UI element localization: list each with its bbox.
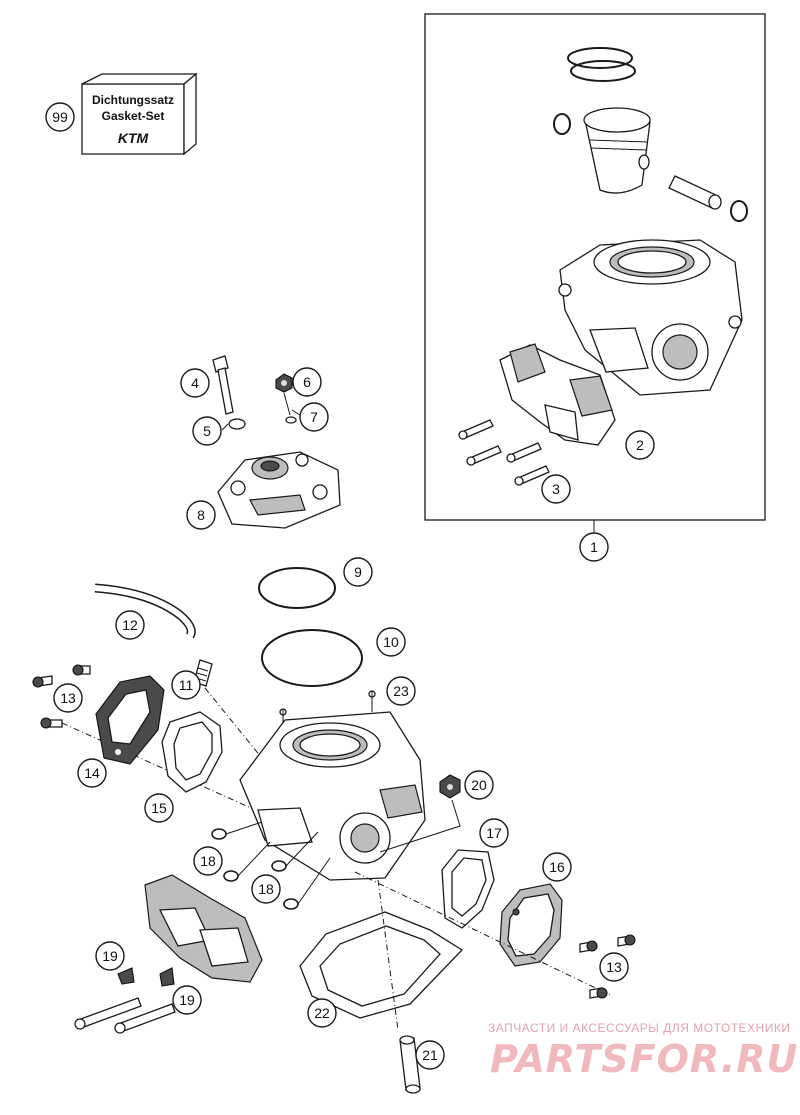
axis-21 [377, 879, 399, 1031]
screws-13-left [32, 664, 91, 729]
nut-6 [275, 373, 293, 393]
circlip-left [553, 113, 571, 135]
cylinder-kit-intake [499, 343, 616, 446]
cover-16 [499, 883, 563, 967]
callout-22[interactable]: 22 [307, 998, 337, 1028]
axis-13-right [354, 871, 613, 997]
axis-13-left [61, 722, 261, 813]
callout-20[interactable]: 20 [464, 770, 494, 800]
bolts-19 [74, 967, 176, 1034]
leader-20 [379, 799, 461, 853]
callout-2[interactable]: 2 [625, 430, 655, 460]
callout-5-label: 5 [203, 423, 211, 439]
watermark-subtitle: ЗАПЧАСТИ И АКСЕССУАРЫ ДЛЯ МОТОТЕХНИКИ [488, 1021, 790, 1035]
callout-22-label: 22 [314, 1005, 330, 1021]
exhaust-cover-14 [95, 675, 165, 765]
watermark-logo: PARTSFOR.RU [490, 1037, 798, 1081]
callout-11-label: 11 [179, 677, 194, 693]
callout-6[interactable]: 6 [292, 367, 322, 397]
axis-spring [204, 687, 271, 769]
bolts-3 [458, 419, 550, 486]
callout-1-label: 1 [590, 539, 598, 555]
callout-3-label: 3 [552, 481, 560, 497]
callout-13-left[interactable]: 13 [53, 683, 83, 713]
gasket-set-label-en: Gasket-Set [102, 109, 165, 123]
cylinder-main [239, 690, 426, 881]
callout-21[interactable]: 21 [415, 1040, 445, 1070]
piston-rings [567, 47, 636, 82]
callout-13-left-label: 13 [60, 690, 76, 706]
piston [583, 107, 651, 194]
gasket-set-label-de: Dichtungssatz [92, 93, 174, 107]
callout-5[interactable]: 5 [192, 416, 222, 446]
callout-9[interactable]: 9 [343, 557, 373, 587]
callout-15[interactable]: 15 [144, 793, 174, 823]
washer-5 [228, 418, 246, 430]
bolt-4 [212, 355, 234, 415]
callout-23[interactable]: 23 [386, 676, 416, 706]
callout-19-right[interactable]: 19 [172, 985, 202, 1015]
callout-17-label: 17 [486, 825, 502, 841]
washer-7 [285, 416, 297, 424]
callout-15-label: 15 [151, 800, 167, 816]
callout-20-label: 20 [471, 777, 487, 793]
callout-18-right-label: 18 [258, 881, 274, 897]
callout-11[interactable]: 11 [171, 670, 201, 700]
callout-10-label: 10 [383, 634, 399, 650]
callout-18-left-label: 18 [200, 853, 216, 869]
callout-4-label: 4 [191, 375, 199, 391]
callout-23-label: 23 [393, 683, 409, 699]
callout-10[interactable]: 10 [376, 627, 406, 657]
gasket-17 [441, 849, 495, 929]
gasket-set-box: Dichtungssatz Gasket-Set KTM [81, 72, 198, 156]
base-gasket-22 [299, 911, 464, 1019]
callout-7[interactable]: 7 [299, 402, 329, 432]
cylinder-kit-frame [424, 13, 766, 521]
wrist-pin [668, 175, 722, 210]
stud-7 [283, 392, 291, 416]
callout-1[interactable]: 1 [579, 532, 609, 562]
callout-19-left-label: 19 [102, 948, 118, 964]
ktm-logo: KTM [118, 130, 149, 146]
callout-12[interactable]: 12 [115, 610, 145, 640]
screws-13-right [579, 934, 636, 999]
intake-19 [144, 874, 263, 983]
callout-21-label: 21 [422, 1047, 438, 1063]
leader-7 [291, 409, 301, 416]
callout-3[interactable]: 3 [541, 474, 571, 504]
cylinder-kit-cylinder [558, 239, 743, 396]
cylinder-head-8 [217, 451, 341, 529]
callout-8[interactable]: 8 [186, 500, 216, 530]
circlip-right [730, 200, 748, 222]
callout-9-label: 9 [354, 564, 362, 580]
gasket-15 [161, 711, 223, 793]
o-ring-10 [261, 629, 363, 687]
dowel-21 [399, 1035, 421, 1094]
callout-4[interactable]: 4 [180, 368, 210, 398]
callout-16[interactable]: 16 [542, 852, 572, 882]
callout-13-right[interactable]: 13 [599, 952, 629, 982]
callout-12-label: 12 [122, 617, 138, 633]
callout-18-left[interactable]: 18 [193, 846, 223, 876]
callout-13-right-label: 13 [606, 959, 622, 975]
callout-18-right[interactable]: 18 [251, 874, 281, 904]
callout-19-left[interactable]: 19 [95, 941, 125, 971]
callout-6-label: 6 [303, 374, 311, 390]
leader-5 [221, 423, 229, 431]
callout-14[interactable]: 14 [77, 758, 107, 788]
callout-14-label: 14 [84, 765, 100, 781]
nut-20 [439, 774, 461, 799]
callout-7-label: 7 [310, 409, 318, 425]
o-ring-9 [258, 567, 336, 609]
callout-99[interactable]: 99 [45, 102, 75, 132]
callout-16-label: 16 [549, 859, 565, 875]
callout-19-right-label: 19 [179, 992, 195, 1008]
callout-8-label: 8 [197, 507, 205, 523]
callout-17[interactable]: 17 [479, 818, 509, 848]
callout-2-label: 2 [636, 437, 644, 453]
callout-99-label: 99 [52, 109, 68, 125]
